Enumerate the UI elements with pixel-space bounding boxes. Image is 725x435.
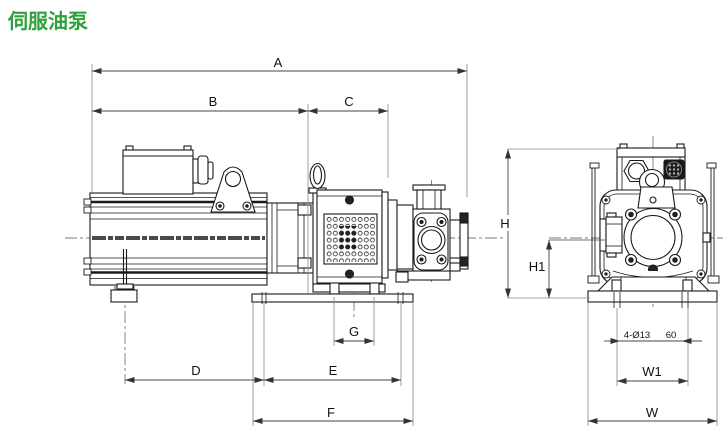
top-port-block: [412, 184, 446, 210]
lifting-eye: [308, 162, 327, 194]
dim-holes-label: 4-Ø13: [624, 330, 650, 341]
pump-head: [395, 184, 469, 283]
lifting-bracket: [210, 166, 256, 213]
dim-D-label: D: [191, 363, 200, 378]
pump-flange-face: [599, 186, 711, 285]
coupling-housing: [316, 189, 383, 284]
flange-bolts: [416, 216, 447, 265]
flange-corner-screws: [601, 195, 706, 279]
port-bolts: [624, 208, 682, 267]
dim-W1-label: W1: [642, 364, 662, 379]
cable-gland: [192, 155, 214, 185]
shaft-end-cap: [450, 212, 469, 270]
top-port-boss: [637, 186, 676, 209]
side-port-block: [599, 212, 623, 258]
dim-G-label: G: [349, 324, 359, 339]
dim-H1-label: H1: [529, 259, 546, 274]
dim-C-label: C: [344, 94, 353, 109]
base-plate-end: [587, 290, 718, 308]
dim-A-label: A: [274, 55, 283, 70]
end-view: [587, 143, 720, 308]
tie-rods: [587, 162, 720, 284]
base-plate-side: [251, 292, 414, 304]
dim-B-label: B: [209, 94, 218, 109]
extension-lines: [91, 64, 718, 426]
dim-W-label: W: [646, 405, 659, 420]
motor-body: [83, 192, 268, 286]
encoder-connector: [663, 159, 685, 180]
motor-junction-box: [122, 145, 214, 195]
motor-foot: [110, 249, 138, 303]
dim-F-label: F: [327, 405, 335, 420]
motor-adapter: [266, 202, 315, 274]
dim-spacing-label: 60: [666, 330, 677, 341]
dim-H-label: H: [500, 216, 509, 231]
pedestal: [596, 270, 711, 292]
dimension-labels: A B C D E F G H H1 W1 W 4-Ø13 60: [191, 55, 676, 420]
dim-E-label: E: [329, 363, 338, 378]
side-view: [83, 145, 469, 304]
pump-mounting-plates: [381, 191, 414, 279]
drawing-title: 伺服油泵: [7, 9, 88, 33]
